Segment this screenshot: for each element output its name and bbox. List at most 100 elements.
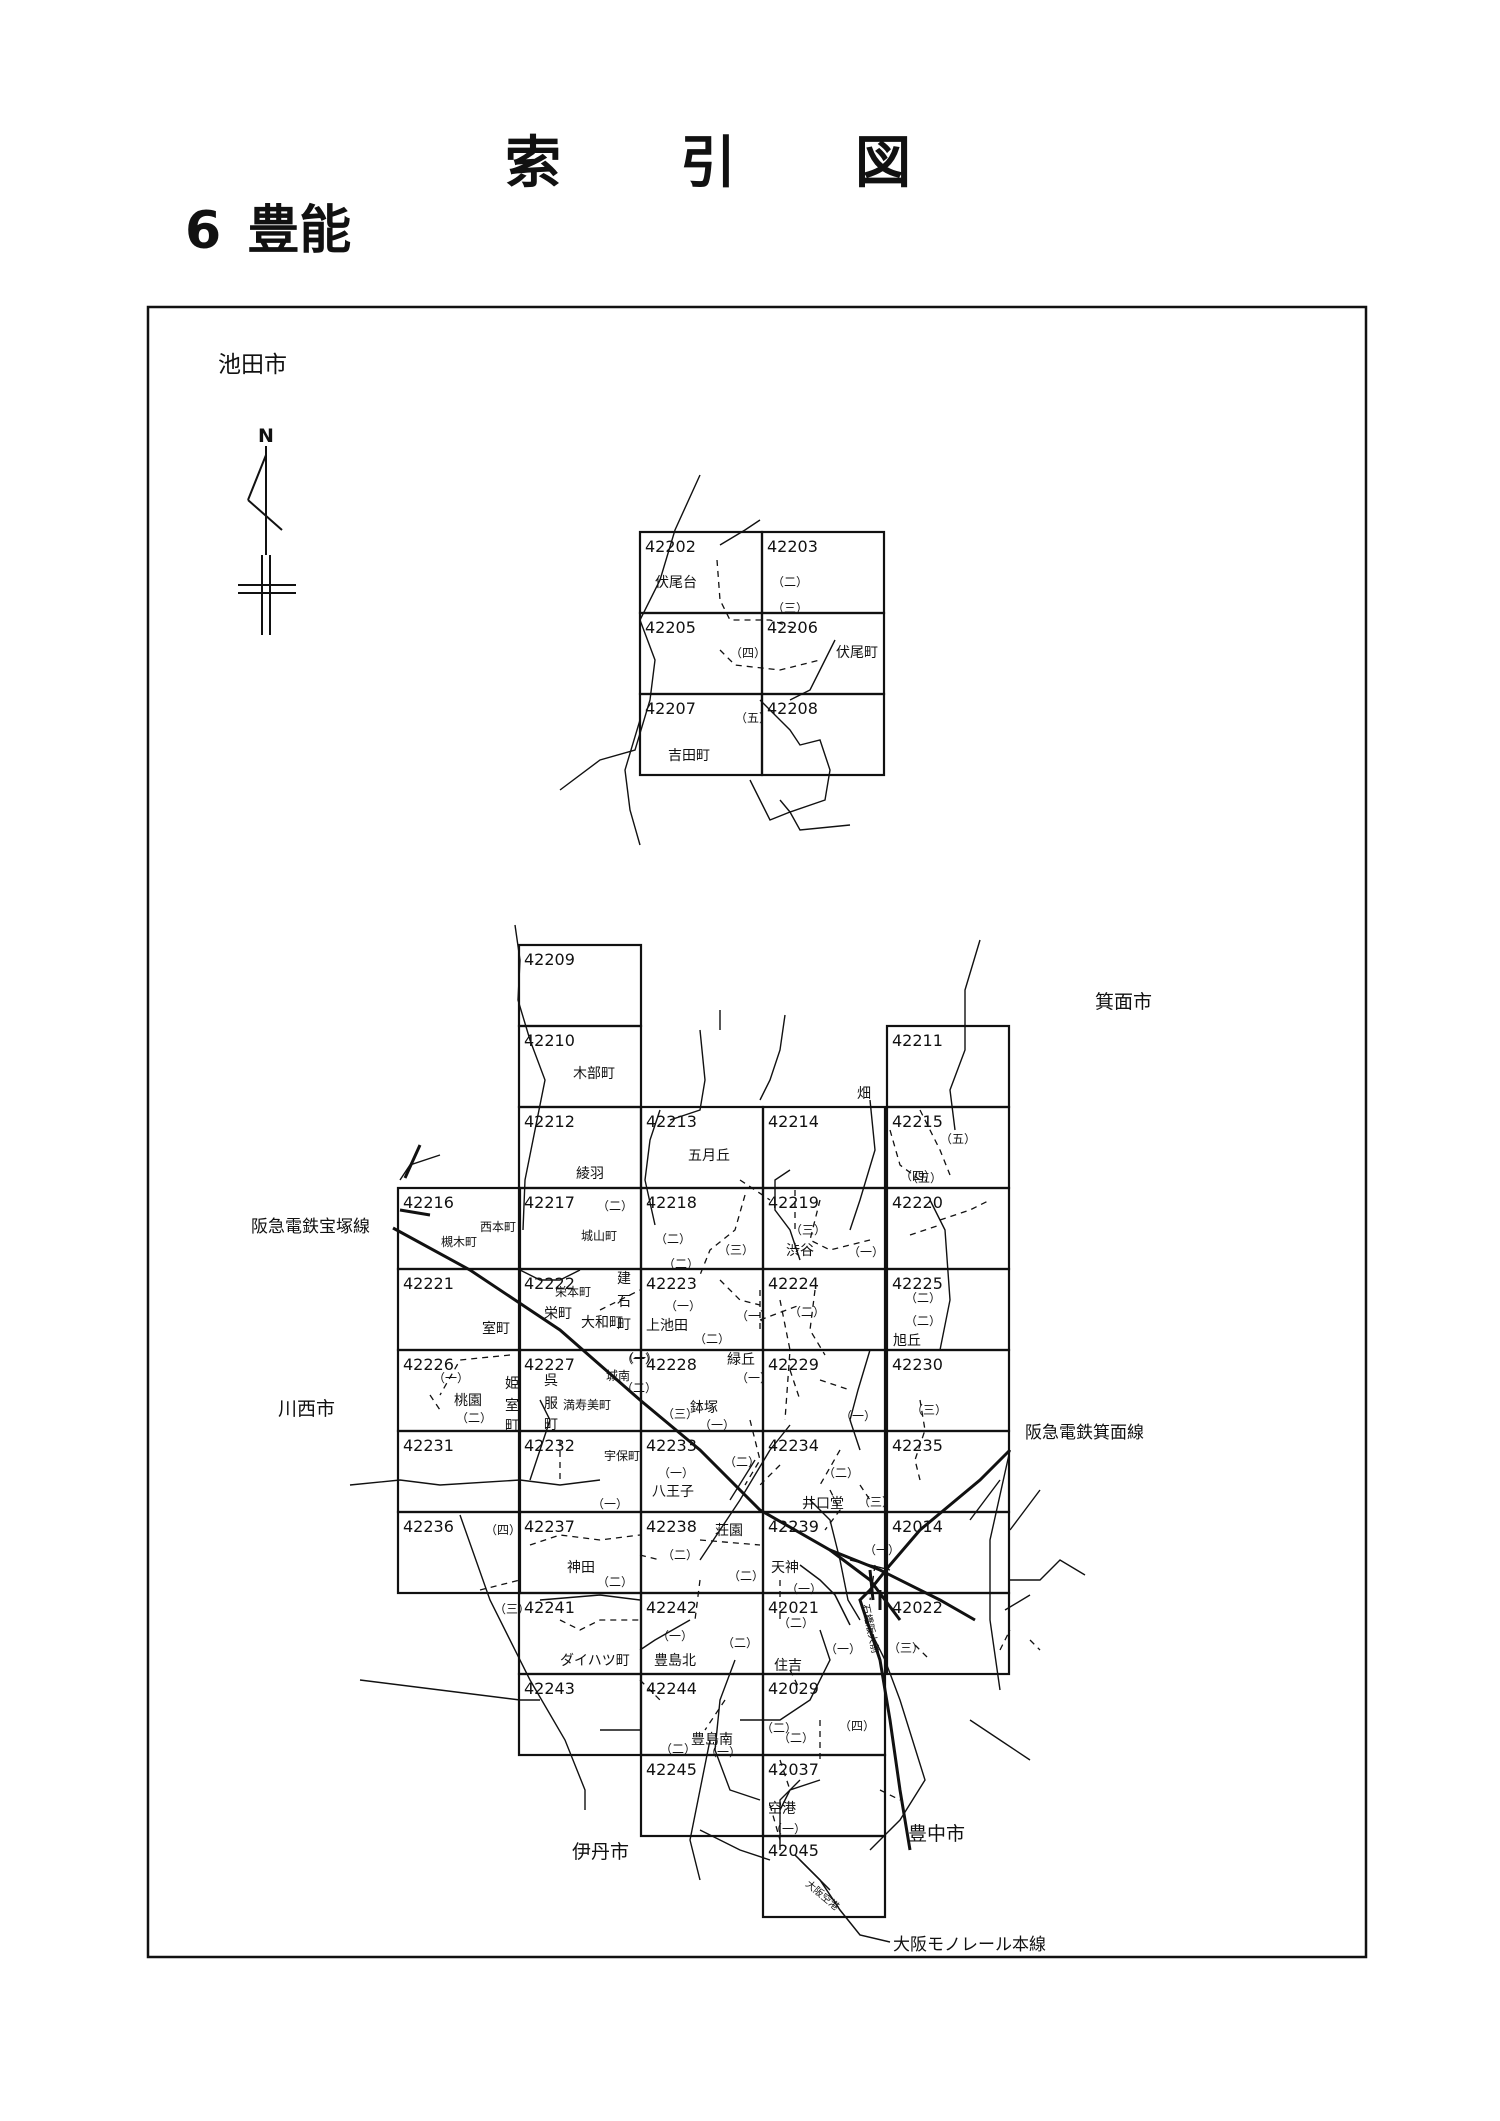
sheet-number: 42245 (646, 1760, 697, 1779)
sheet-number: 42218 (646, 1193, 697, 1212)
place-name: （五） (940, 1132, 976, 1146)
boundary-lines (349, 474, 1086, 1881)
sheet-number: 42229 (768, 1355, 819, 1374)
place-name: 栄町 (544, 1306, 572, 1322)
place-name: 渋谷 (786, 1243, 814, 1259)
north-label: N (258, 425, 274, 447)
place-labels: 伏尾台（二）（三）（四）伏尾町（五）吉田町木部町畑（五）五月丘（五）（四）綾羽（… (433, 575, 976, 1913)
place-name: 神田 (567, 1560, 595, 1576)
city-label-kawanishi: 川西市 (278, 1398, 335, 1420)
place-name: （一） (622, 1351, 658, 1365)
sheet-number: 42209 (524, 950, 575, 969)
place-name: （四） (839, 1719, 875, 1733)
sheet-number: 42222 (524, 1274, 575, 1293)
place-name: 石橋阪大前 (859, 1603, 882, 1655)
sheet-cell (760, 692, 886, 777)
place-name: 城南 (606, 1368, 630, 1383)
place-name: 鉢塚 (690, 1400, 718, 1416)
city-label-itami: 伊丹市 (572, 1841, 629, 1863)
sheet-number: 42225 (892, 1274, 943, 1293)
place-name: （二） (621, 1381, 657, 1395)
place-name: （五） (906, 1171, 942, 1185)
place-name: 建 (617, 1271, 631, 1287)
sheet-number: 42210 (524, 1031, 575, 1050)
place-name: （二） (728, 1569, 764, 1583)
sheet-number: 42220 (892, 1193, 943, 1212)
place-name: （二） (456, 1411, 492, 1425)
place-name: 豊島北 (654, 1653, 696, 1669)
place-name: （二） (778, 1731, 814, 1745)
section-name: 豊能 (247, 201, 352, 261)
sheet-number: 42241 (524, 1598, 575, 1617)
place-name: 西本町 (480, 1220, 516, 1234)
place-name: 木部町 (573, 1066, 615, 1082)
place-name: （二） (905, 1291, 941, 1305)
sheet-number: 42037 (768, 1760, 819, 1779)
place-name: （二） (597, 1199, 633, 1213)
place-name: （一） (825, 1642, 861, 1656)
place-name: 満寿美町 (563, 1398, 611, 1412)
place-name: 町 (544, 1417, 558, 1433)
sheet-number: 42208 (767, 699, 818, 718)
place-name: 室町 (482, 1320, 510, 1337)
place-name: （一） (658, 1466, 694, 1480)
sheet-number: 42235 (892, 1436, 943, 1455)
place-name: （二） (722, 1636, 758, 1650)
place-name: 城山町 (581, 1229, 617, 1243)
place-name: （二） (660, 1742, 696, 1756)
place-name: 畑 (857, 1086, 871, 1102)
place-name: （一） (864, 1543, 900, 1557)
sheet-number: 42242 (646, 1598, 697, 1617)
place-name: 旭丘 (893, 1333, 921, 1349)
sheet-number: 42224 (768, 1274, 819, 1293)
sheet-number: 42213 (646, 1112, 697, 1131)
place-name: 服 (544, 1396, 558, 1412)
railway-label-minoh: 阪急電鉄箕面線 (1025, 1423, 1144, 1443)
place-name: 吉田町 (668, 748, 710, 764)
place-name: 呉 (544, 1373, 558, 1389)
place-name: （一） (705, 1745, 741, 1759)
sheet-number: 42205 (645, 618, 696, 637)
place-name: （四） (900, 1169, 936, 1183)
place-name: 住吉 (774, 1658, 802, 1674)
sheet-number: 42045 (768, 1841, 819, 1860)
sheet-number: 42211 (892, 1031, 943, 1050)
city-label-minoh: 箕面市 (1095, 991, 1152, 1013)
place-name: （一） (657, 1629, 693, 1643)
title-char: 引 (680, 131, 736, 196)
place-name: 空港 (768, 1801, 796, 1817)
place-name: （三） (858, 1495, 894, 1509)
place-name: （二） (778, 1616, 814, 1630)
sheet-number: 42238 (646, 1517, 697, 1536)
sheet-number: 42206 (767, 618, 818, 637)
place-name: 町 (617, 1317, 631, 1333)
sheet-number: 42202 (645, 537, 696, 556)
place-name: 上池田 (646, 1318, 688, 1334)
sheet-number: 42207 (645, 699, 696, 718)
sheet-number: 42227 (524, 1355, 575, 1374)
place-name: 豊島南 (691, 1732, 733, 1748)
sheet-number: 42221 (403, 1274, 454, 1293)
place-name: 桃園 (454, 1393, 482, 1409)
district-dashed-lines (429, 559, 1041, 1841)
monorail-line (794, 1564, 891, 1943)
sheet-number: 42021 (768, 1598, 819, 1617)
place-name: （一） (736, 1309, 772, 1323)
place-name: （三） (911, 1403, 947, 1417)
title-char: 図 (855, 131, 911, 196)
place-name: （二） (724, 1455, 760, 1469)
place-name: 室 (505, 1397, 519, 1414)
place-name: （一） (621, 1352, 657, 1366)
place-name: （一） (770, 1822, 806, 1836)
sheet-number: 42212 (524, 1112, 575, 1131)
place-name: （二） (662, 1548, 698, 1562)
sheet-number: 42230 (892, 1355, 943, 1374)
north-arrow-icon (238, 446, 296, 635)
sheet-number: 42029 (768, 1679, 819, 1698)
place-name: （二） (694, 1332, 730, 1346)
place-name: 緑丘 (727, 1352, 755, 1368)
place-name: （一） (848, 1245, 884, 1259)
place-name: （二） (597, 1575, 633, 1589)
